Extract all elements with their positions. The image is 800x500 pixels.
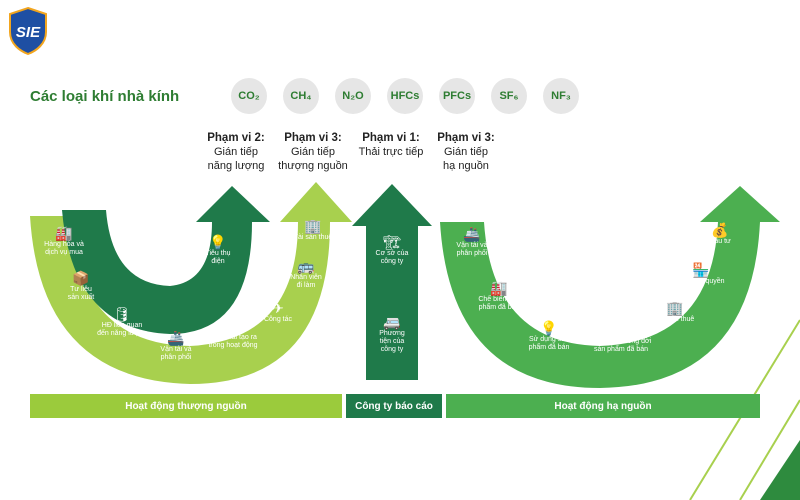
gas-pfcs: PFCs <box>439 78 475 114</box>
factory-icon: 🏗 <box>383 234 401 250</box>
store-icon: 🏪 <box>692 262 710 278</box>
factory-icon: 🏭 <box>490 280 508 296</box>
boxes-icon: 📦 <box>72 270 90 286</box>
energy-arrow-shape <box>62 186 270 334</box>
company-item: 🏗 Cơ sở của công ty <box>375 234 409 265</box>
downstream-item: 🚢 Vận tải và phân phối <box>456 226 488 257</box>
downstream-arrow-shape <box>440 186 780 388</box>
gas-ch4: CH₄ <box>283 78 319 114</box>
gas-nf3: NF₃ <box>543 78 579 114</box>
plane-icon: ✈ <box>272 300 284 316</box>
downstream-item: 💡 Sử dụng sản phẩm đã bán <box>528 320 570 351</box>
downstream-item: 🏪 Nhượng quyền <box>677 262 725 285</box>
sie-logo: SIE <box>6 6 50 56</box>
van-icon: 🚐 <box>383 314 401 330</box>
upstream-item: 🚌 Nhân viên đi làm <box>290 258 322 289</box>
office-icon: 🏢 <box>304 218 322 234</box>
downstream-item: 🏭 Chế biến sản phẩm đã bán <box>478 280 520 311</box>
downstream-item: 💰 Đầu tư <box>709 222 731 245</box>
upstream-item: 🏭 Hàng hóa và dịch vụ mua <box>44 225 84 256</box>
upstream-item: 🛢 HĐ liên quan đến năng lượng <box>97 306 147 337</box>
recycle-icon: ♻ <box>614 322 628 338</box>
barrel-icon: 🛢 <box>113 306 131 322</box>
svg-text:SIE: SIE <box>16 24 41 41</box>
gas-n2o: N₂O <box>335 78 371 114</box>
trash-icon: 🗑 <box>224 318 242 334</box>
ship-icon: 🚢 <box>463 226 481 242</box>
upstream-item: 📦 Tư liệu sản xuất <box>67 270 95 301</box>
company-arrow-shape <box>352 184 432 380</box>
downstream-activity-bar: Hoạt động hạ nguồn <box>446 394 760 418</box>
reporting-company-bar: Công ty báo cáo <box>346 394 442 418</box>
upstream-item: 🗑 Chất thải tạo ra trong hoạt động <box>208 318 258 349</box>
gas-hfcs: HFCs <box>387 78 423 114</box>
ship-icon: 🚢 <box>167 330 185 346</box>
decor-corner <box>760 440 800 500</box>
energy-item: 💡 Tiêu thụ điện <box>205 234 231 265</box>
office-icon: 🏢 <box>666 300 684 316</box>
downstream-item: 🏢 Tài sản thuê <box>655 300 695 323</box>
page-title: Các loại khí nhà kính <box>30 88 180 105</box>
scope-1-label: Phạm vi 1:Thải trực tiếp <box>358 132 424 158</box>
upstream-arrow-shape <box>30 182 352 384</box>
upstream-item: 🚢 Vận tải và phân phối <box>160 330 192 361</box>
company-item: 🚐 Phương tiện của công ty <box>379 314 405 353</box>
lightbulb-icon: 💡 <box>209 234 227 250</box>
gas-sf6: SF₆ <box>491 78 527 114</box>
upstream-item: ✈ Công tác <box>263 300 293 323</box>
upstream-item: 🏢 Tài sản thuê <box>293 218 333 241</box>
upstream-activity-bar: Hoạt động thượng nguồn <box>30 394 342 418</box>
decor-line <box>739 399 800 500</box>
bus-icon: 🚌 <box>297 258 315 274</box>
bulb-icon: 💡 <box>540 320 558 336</box>
money-bag-icon: 💰 <box>711 222 729 238</box>
gas-co2: CO₂ <box>231 78 267 114</box>
downstream-item: ♻ Xử lý cuối vòng đời sản phẩm đã bán <box>590 322 652 353</box>
building-icon: 🏭 <box>55 225 73 241</box>
